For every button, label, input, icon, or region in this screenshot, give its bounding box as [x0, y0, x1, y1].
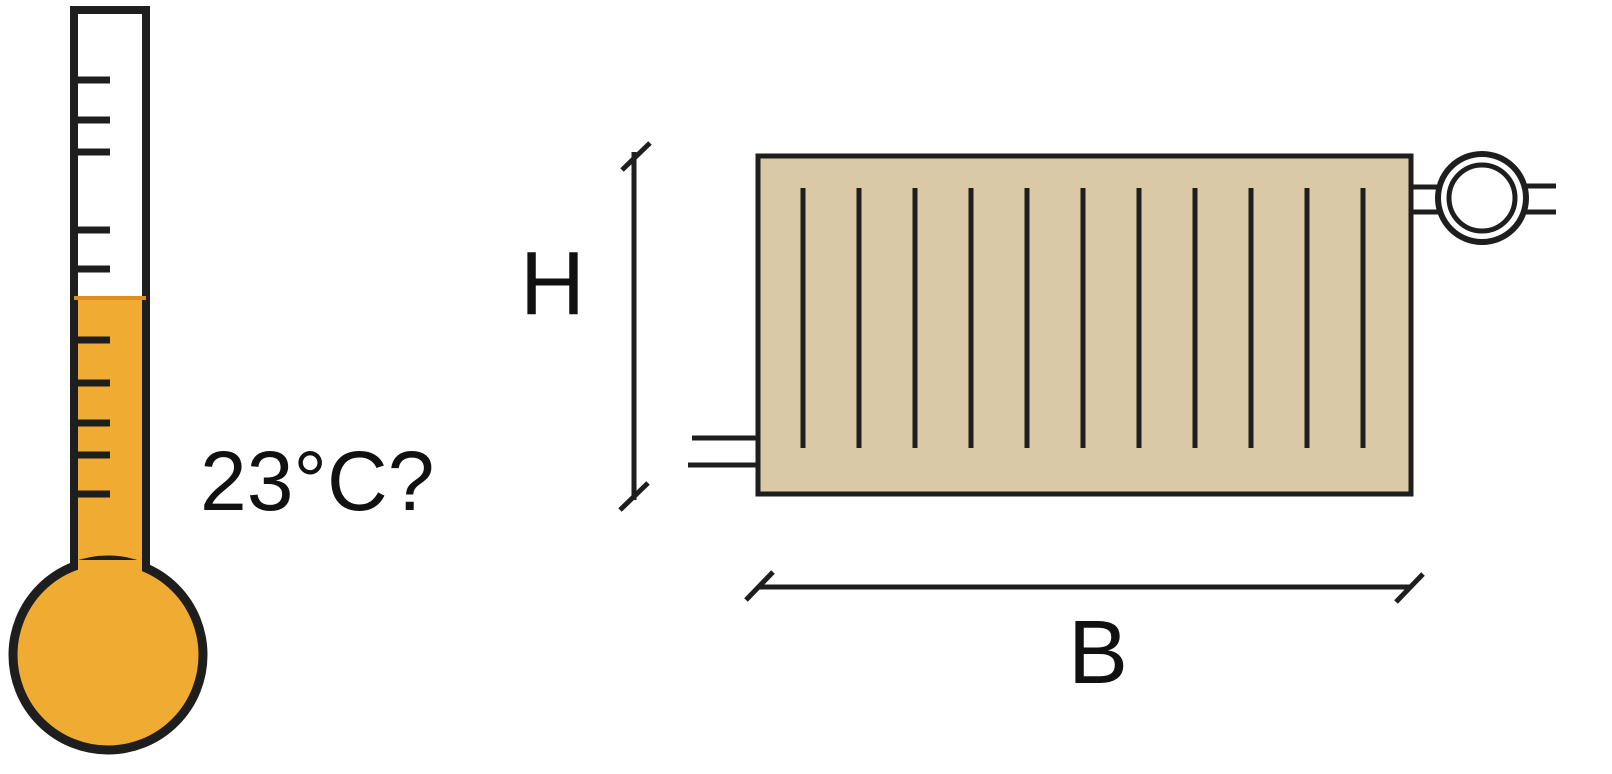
thermometer-scale — [76, 76, 110, 498]
width-dimension-left-tick — [744, 570, 775, 602]
thermometer-liquid-column — [74, 298, 144, 588]
temperature-reading-label: 23°C? — [200, 434, 434, 528]
height-dimension-bottom-tick — [618, 481, 650, 512]
radiator-valve — [1411, 151, 1556, 245]
width-label: B — [1068, 603, 1128, 703]
width-dimension-right-tick — [1394, 572, 1425, 604]
radiator: H B — [520, 141, 1556, 703]
width-dimension — [744, 570, 1425, 604]
height-label: H — [520, 234, 585, 334]
radiator-fins — [800, 188, 1366, 448]
thermometer-bulb — [8, 555, 208, 755]
thermometer-neck — [78, 560, 142, 572]
thermometer: 23°C? — [8, 6, 434, 755]
height-dimension-top-tick — [620, 141, 652, 172]
radiator-inlet-pipe — [688, 435, 758, 468]
height-dimension — [618, 141, 652, 512]
valve-inner-ring — [1446, 162, 1518, 234]
